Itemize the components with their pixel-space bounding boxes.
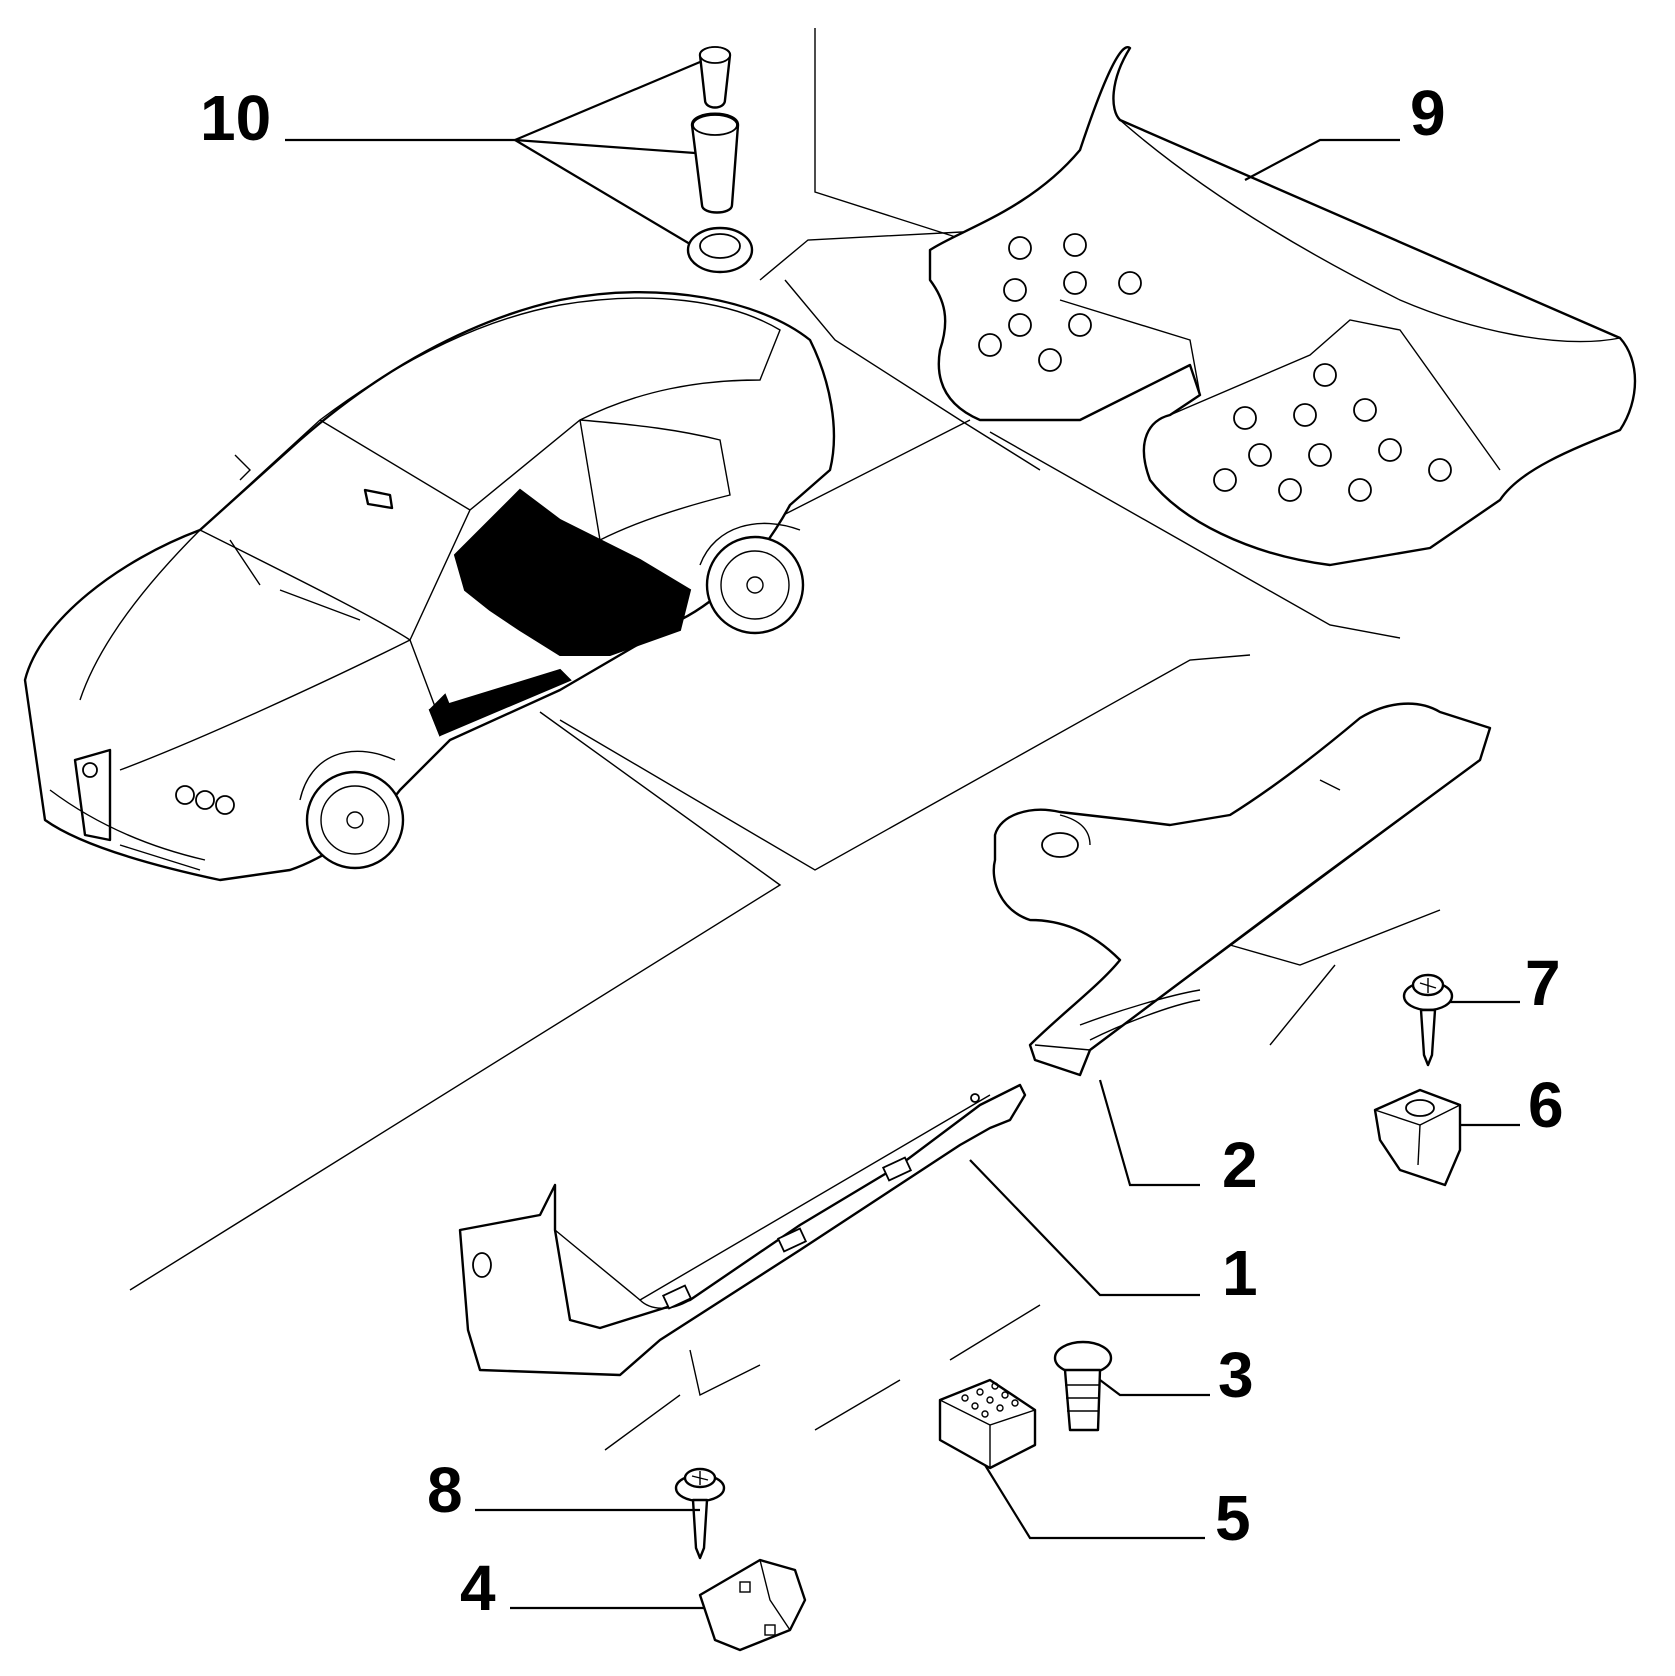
mat-holes-rear <box>1213 363 1452 502</box>
part-5-pad <box>938 1378 1037 1470</box>
group-boundary-lines <box>129 28 1441 1451</box>
part-7-screw <box>1402 973 1454 1067</box>
car-illustration <box>23 291 836 882</box>
callout-2: 2 <box>1222 1129 1258 1201</box>
leader-lines <box>285 60 1520 1610</box>
part-10-fasteners <box>686 46 754 274</box>
callout-4: 4 <box>460 1552 496 1624</box>
callout-10: 10 <box>200 82 271 154</box>
callout-6: 6 <box>1528 1069 1564 1141</box>
callout-1: 1 <box>1222 1237 1258 1309</box>
part-6-clip-nut <box>1373 1088 1462 1187</box>
part-9-floor-mat <box>928 45 1637 567</box>
callout-5: 5 <box>1215 1482 1251 1554</box>
mat-holes-front <box>978 233 1142 372</box>
callout-labels: 10 9 7 6 2 1 3 8 5 4 <box>200 77 1564 1624</box>
callout-7: 7 <box>1525 947 1561 1019</box>
callout-8: 8 <box>427 1454 463 1526</box>
part-1-front-sill-trim <box>458 1083 1027 1377</box>
callout-3: 3 <box>1218 1339 1254 1411</box>
part-2-rear-sill-trim <box>992 702 1492 1077</box>
callout-9: 9 <box>1410 77 1446 149</box>
part-8-screw <box>674 1467 726 1560</box>
part-4-bracket <box>698 1558 807 1652</box>
floor-carpet-highlight <box>453 488 692 656</box>
part-3-push-rivet <box>1053 1340 1113 1432</box>
pad-dots <box>961 1382 1019 1418</box>
